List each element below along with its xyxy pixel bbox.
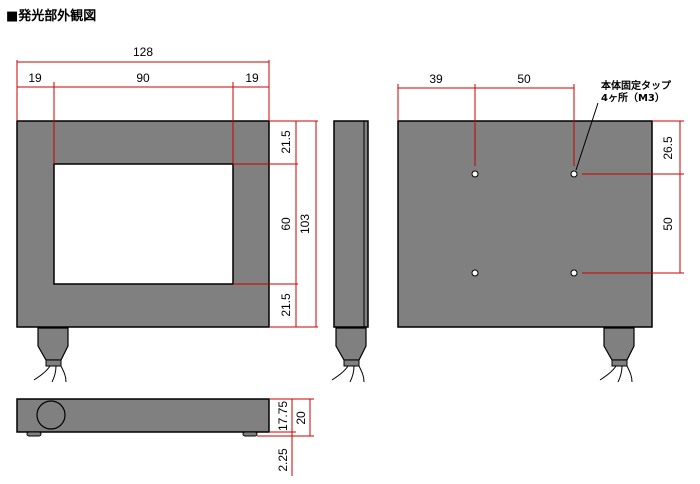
back-horizontal-dimensions: 39 50 [397, 72, 575, 166]
bottom-view [16, 398, 270, 437]
bottom-foot-right [242, 431, 258, 437]
dim-back-left-offset: 39 [429, 72, 443, 86]
back-stand-neck [611, 359, 628, 367]
front-emission-window [53, 163, 234, 285]
mounting-hole-bottom-left [471, 269, 479, 277]
front-stand-neck [45, 359, 62, 367]
back-vertical-dimensions: 26.5 50 [582, 120, 684, 274]
back-cable [599, 365, 617, 381]
front-horizontal-dimensions: 128 19 90 19 [16, 45, 270, 164]
side-stand [335, 327, 367, 361]
dim-bottom-margin: 21.5 [279, 293, 293, 317]
mounting-hole-top-right [570, 170, 578, 178]
dim-back-hole-spacing-y: 50 [661, 217, 675, 231]
dim-window-height: 60 [279, 217, 293, 231]
back-view [397, 120, 653, 383]
side-stand-neck [343, 359, 360, 367]
front-stand [37, 327, 69, 361]
drawing-title: ■発光部外観図 [6, 8, 96, 24]
dim-back-top-offset: 26.5 [661, 136, 675, 160]
dim-bottom-body-height: 17.75 [276, 401, 290, 431]
back-stand [603, 327, 635, 361]
dim-top-margin: 21.5 [279, 130, 293, 154]
dim-bottom-total-height: 20 [294, 411, 308, 425]
back-cable-2 [617, 365, 623, 383]
bottom-vertical-dimensions: 17.75 20 2.25 [257, 398, 314, 476]
dim-total-width: 128 [133, 45, 153, 59]
side-view [331, 120, 369, 383]
side-cable-3 [358, 365, 365, 383]
dim-total-height: 103 [298, 214, 312, 234]
dim-left-margin: 19 [28, 71, 42, 85]
front-cable-2 [51, 365, 57, 383]
side-cable-2 [349, 365, 355, 383]
mounting-hole-bottom-right [570, 269, 578, 277]
front-vertical-dimensions: 21.5 60 21.5 103 [233, 120, 318, 328]
dim-right-margin: 19 [245, 71, 259, 85]
tap-note: 本体固定タップ 4ヶ所（M3） [575, 79, 672, 171]
side-cable [331, 365, 349, 381]
dim-back-hole-spacing-x: 50 [517, 72, 531, 86]
tap-note-line1: 本体固定タップ [601, 79, 672, 92]
front-cable [33, 365, 51, 381]
tap-note-line2: 4ヶ所（M3） [601, 91, 665, 104]
side-body [333, 120, 369, 328]
dim-bottom-foot-height: 2.25 [276, 448, 290, 472]
front-cable-3 [60, 365, 67, 383]
back-body [397, 120, 653, 328]
tap-note-leader [575, 102, 599, 171]
bottom-cable-port [36, 400, 66, 430]
back-cable-3 [626, 365, 633, 383]
mounting-hole-top-left [471, 170, 479, 178]
front-view [16, 120, 270, 383]
bottom-foot-left [26, 431, 42, 437]
dim-window-width: 90 [136, 71, 150, 85]
